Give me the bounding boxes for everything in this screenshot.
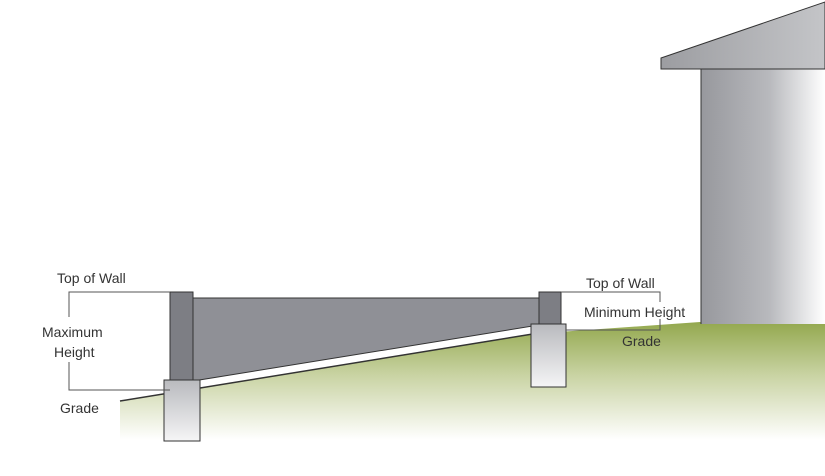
- left-maximum-height-label-line1: Maximum: [42, 324, 103, 340]
- left-footing: [163, 379, 201, 442]
- right-post: [538, 291, 562, 326]
- left-grade-label: Grade: [60, 400, 99, 416]
- right-height-bracket: [561, 291, 661, 331]
- left-post: [169, 291, 194, 383]
- right-footing: [530, 323, 567, 388]
- house-wall: [701, 68, 825, 324]
- ground: [120, 322, 825, 440]
- house-roof: [660, 1, 825, 70]
- right-minimum-height-label: Minimum Height: [584, 304, 685, 320]
- left-top-of-wall-label: Top of Wall: [57, 270, 126, 286]
- left-maximum-height-label-line2: Height: [54, 344, 95, 360]
- right-grade-label: Grade: [622, 333, 661, 349]
- house: [660, 1, 825, 324]
- left-height-bracket: [68, 291, 170, 391]
- right-top-of-wall-label: Top of Wall: [586, 275, 655, 291]
